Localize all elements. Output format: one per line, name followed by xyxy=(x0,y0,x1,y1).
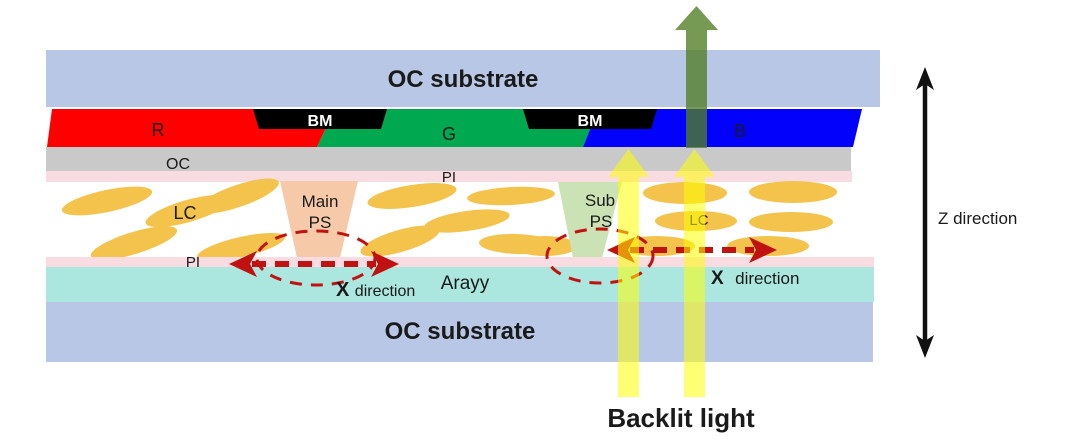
lc-molecule xyxy=(360,225,440,257)
sub-ps-label-line1: Sub xyxy=(585,191,615,210)
x-arrow-left-head-icon xyxy=(371,251,399,277)
backlight-arrow-left-icon xyxy=(608,149,649,397)
array-layer xyxy=(46,267,874,302)
bottom-substrate-label: OC substrate xyxy=(385,318,536,345)
main-ps-label-line1: Main xyxy=(302,192,339,211)
black-matrix-right xyxy=(523,109,657,129)
blue-filter-label: B xyxy=(734,121,746,141)
pi-top-layer xyxy=(46,171,852,182)
lc-molecule xyxy=(61,186,153,216)
top-substrate-label: OC substrate xyxy=(388,66,539,93)
pi-bottom-label: PI xyxy=(186,254,200,271)
x-direction-right-label: X direction xyxy=(711,268,799,289)
lc-molecule xyxy=(513,236,577,256)
black-matrix-right-label: BM xyxy=(578,113,603,130)
lc-molecule xyxy=(197,178,279,214)
lc-molecule xyxy=(367,183,457,209)
array-layer-label: Arayy xyxy=(441,273,490,294)
lc-molecule xyxy=(749,181,837,203)
black-matrix-left-label: BM xyxy=(308,113,333,130)
z-direction-arrow-icon xyxy=(916,67,934,358)
backlit-light-label: Backlit light xyxy=(607,403,755,433)
sub-ps-spacer xyxy=(558,182,622,258)
lc-molecule xyxy=(90,226,178,260)
oc-overcoat-layer xyxy=(46,147,851,171)
z-direction-label: Z direction xyxy=(938,209,1017,228)
x-arrow-right-head-icon xyxy=(749,237,777,263)
x-direction-right-rest: direction xyxy=(735,269,799,288)
pi-bottom-layer xyxy=(46,257,874,267)
lc-molecule xyxy=(197,232,285,262)
oc-layer-label: OC xyxy=(166,156,190,173)
x-direction-right-x: X xyxy=(711,268,724,289)
lc-left-label: LC xyxy=(173,203,196,223)
red-filter-label: R xyxy=(152,120,165,140)
main-ps-spacer xyxy=(280,181,358,258)
exit-light-arrow-icon xyxy=(675,6,718,148)
pi-top-label: PI xyxy=(442,169,456,186)
backlight-arrow-right-icon xyxy=(674,149,715,397)
x-arrow-left-head-icon xyxy=(229,251,257,277)
lc-molecule xyxy=(467,186,555,206)
sub-ps-dashed-ring-icon xyxy=(545,227,655,285)
x-direction-left-x: X xyxy=(336,279,350,301)
sub-ps-label-line2: PS xyxy=(590,212,613,231)
x-direction-left-rest: direction xyxy=(355,283,415,300)
x-direction-arrow-left-icon xyxy=(229,251,399,277)
top-oc-substrate-layer xyxy=(46,50,880,107)
z-arrow-top-head-icon xyxy=(916,67,934,90)
bottom-oc-substrate-layer xyxy=(46,302,873,362)
lc-molecule xyxy=(424,209,510,233)
green-filter-label: G xyxy=(442,124,456,144)
black-matrix-left xyxy=(253,109,387,129)
x-direction-left-label: X direction xyxy=(336,279,415,301)
main-ps-label-line2: PS xyxy=(309,213,332,232)
lc-molecule xyxy=(749,212,833,232)
z-arrow-bottom-head-icon xyxy=(916,335,934,358)
